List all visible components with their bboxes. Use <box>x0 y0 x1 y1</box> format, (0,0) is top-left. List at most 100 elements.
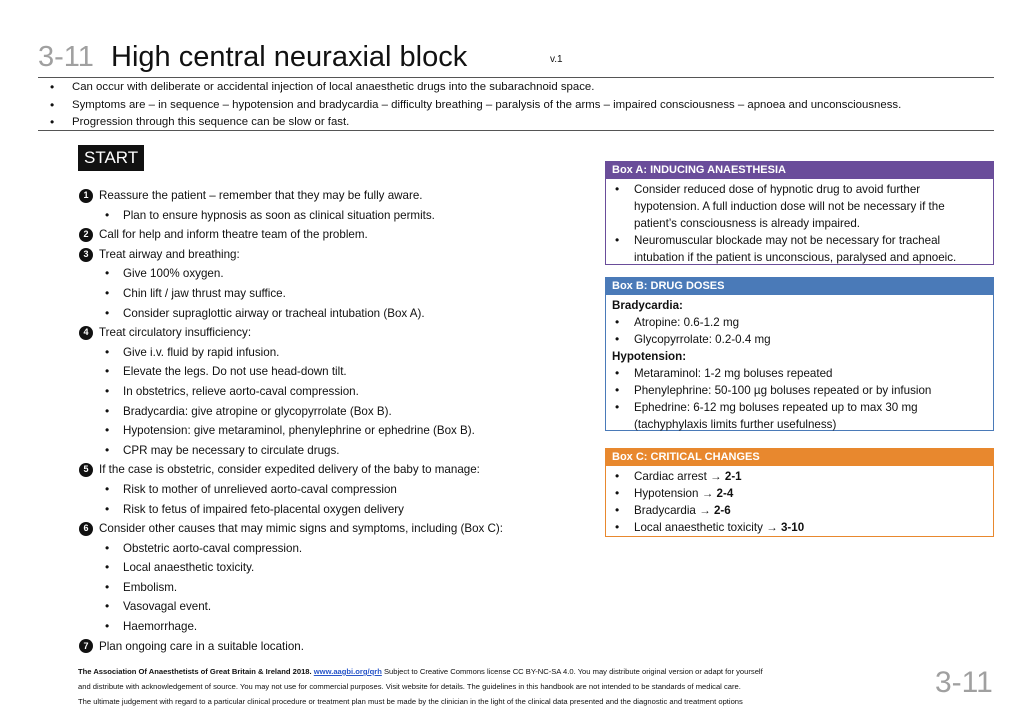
step-number-badge: 6 <box>79 521 93 536</box>
step-number-badge: 5 <box>79 463 93 478</box>
step-text: Treat circulatory insufficiency: <box>99 326 252 340</box>
intro-item: Symptoms are – in sequence – hypotension… <box>44 97 994 115</box>
step-subitem: Vasovagal event. <box>79 597 579 617</box>
step-number-badge: 3 <box>79 247 93 262</box>
step-number-badge: 7 <box>79 639 93 654</box>
hypotension-dose: Metaraminol: 1-2 mg boluses repeated <box>612 365 989 382</box>
step-item: 3 Treat airway and breathing: <box>79 245 579 265</box>
step-subitem: CPR may be necessary to circulate drugs. <box>79 441 579 461</box>
bradycardia-heading: Bradycardia: <box>612 299 683 312</box>
footer-license: Subject to Creative Commons license CC B… <box>383 667 763 676</box>
critical-change-label: Cardiac arrest <box>634 470 707 483</box>
step-item: 6 Consider other causes that may mimic si… <box>79 519 579 539</box>
step-subitem: Consider supraglottic airway or tracheal… <box>79 304 579 324</box>
box-a-item: Consider reduced dose of hypnotic drug t… <box>612 181 989 232</box>
box-a: Box A: INDUCING ANAESTHESIA Consider red… <box>605 161 994 265</box>
hypotension-dose-line: Metaraminol: 1-2 mg boluses repeated <box>634 367 833 380</box>
bradycardia-dose: Glycopyrrolate: 0.2-0.4 mg <box>612 331 989 348</box>
box-a-line: Consider reduced dose of hypnotic drug t… <box>634 183 921 196</box>
step-text: Reassure the patient – remember that the… <box>99 189 423 202</box>
intro-item: Progression through this sequence can be… <box>44 114 994 132</box>
critical-change-ref: 3-10 <box>780 521 805 534</box>
step-subitem: Bradycardia: give atropine or glycopyrro… <box>79 402 579 422</box>
box-a-title: Box A: INDUCING ANAESTHESIA <box>606 162 993 179</box>
step-number-badge: 1 <box>79 188 93 203</box>
hypotension-dose: Ephedrine: 6-12 mg boluses repeated up t… <box>612 399 989 433</box>
intro-item: Can occur with deliberate or accidental … <box>44 79 994 97</box>
box-b-title: Box B: DRUG DOSES <box>606 278 993 295</box>
step-subitem: Local anaesthetic toxicity. <box>79 558 579 578</box>
top-divider <box>38 77 994 78</box>
arrow-icon: → <box>710 470 722 483</box>
box-b-body: Bradycardia: Atropine: 0.6-1.2 mgGlycopyr… <box>606 295 993 436</box>
version-label: v.1 <box>550 54 563 65</box>
critical-change-item: Cardiac arrest → 2-1 <box>612 468 989 485</box>
step-subitem: Risk to mother of unrelieved aorto-caval… <box>79 480 579 500</box>
step-subitem: Obstetric aorto-caval compression. <box>79 539 579 559</box>
step-text: Call for help and inform theatre team of… <box>99 228 368 242</box>
step-item: 2 Call for help and inform theatre team o… <box>79 225 579 245</box>
step-item: 5 If the case is obstetric, consider expe… <box>79 460 579 480</box>
step-subitem: Give i.v. fluid by rapid infusion. <box>79 343 579 363</box>
hypotension-dose-line: Phenylephrine: 50-100 µg boluses repeate… <box>634 384 932 397</box>
title-number: 3-11 <box>38 41 94 73</box>
arrow-icon: → <box>699 504 711 517</box>
step-subitem: Plan to ensure hypnosis as soon as clini… <box>79 206 579 226</box>
step-item: 4 Treat circulatory insufficiency: <box>79 323 579 343</box>
title-row: 3-11 High central neuraxial block v.1 <box>38 40 998 78</box>
critical-change-item: Bradycardia → 2-6 <box>612 502 989 519</box>
box-a-line: patient’s consciousness is already impai… <box>634 217 860 230</box>
intro-list: Can occur with deliberate or accidental … <box>44 79 994 132</box>
box-c-title: Box C: CRITICAL CHANGES <box>606 449 993 466</box>
hypotension-dose-line: (tachyphylaxis limits further usefulness… <box>634 418 837 431</box>
arrow-icon: → <box>766 521 778 534</box>
box-a-line: Neuromuscular blockade may not be necess… <box>634 234 941 247</box>
step-subitem: In obstetrics, relieve aorto-caval compr… <box>79 382 579 402</box>
footer-line-2: and distribute with acknowledgement of s… <box>78 682 741 691</box>
critical-change-item: Local anaesthetic toxicity → 3-10 <box>612 519 989 536</box>
arrow-icon: → <box>701 487 714 500</box>
box-b: Box B: DRUG DOSES Bradycardia: Atropine: … <box>605 277 994 431</box>
step-item: 1 Reassure the patient – remember that th… <box>79 186 579 206</box>
steps-list: 1 Reassure the patient – remember that th… <box>79 186 579 656</box>
step-subitem: Haemorrhage. <box>79 617 579 637</box>
box-a-item: Neuromuscular blockade may not be necess… <box>612 232 989 266</box>
critical-change-ref: 2-4 <box>716 487 734 500</box>
hypotension-dose: Phenylephrine: 50-100 µg boluses repeate… <box>612 382 989 399</box>
page-title: High central neuraxial block <box>111 41 468 73</box>
start-label: START <box>78 145 145 171</box>
intro-divider <box>38 130 994 131</box>
step-item: 7 Plan ongoing care in a suitable locatio… <box>79 637 579 657</box>
critical-change-ref: 2-6 <box>713 504 731 517</box>
step-subitem: Give 100% oxygen. <box>79 264 579 284</box>
box-c: Box C: CRITICAL CHANGES Cardiac arrest →… <box>605 448 994 537</box>
footer-line-3: The ultimate judgement with regard to a … <box>78 697 743 706</box>
hypotension-dose-line: Ephedrine: 6-12 mg boluses repeated up t… <box>634 401 918 414</box>
box-c-body: Cardiac arrest → 2-1Hypotension → 2-4Bra… <box>606 466 993 539</box>
bradycardia-dose: Atropine: 0.6-1.2 mg <box>612 314 989 331</box>
critical-change-label: Local anaesthetic toxicity <box>634 521 763 534</box>
step-text: If the case is obstetric, consider exped… <box>99 463 480 477</box>
critical-change-label: Hypotension <box>634 487 699 500</box>
step-subitem: Elevate the legs. Do not use head-down t… <box>79 362 579 382</box>
critical-change-label: Bradycardia <box>634 504 696 517</box>
hypotension-heading: Hypotension: <box>612 350 687 363</box>
box-a-body: Consider reduced dose of hypnotic drug t… <box>606 179 993 269</box>
step-subitem: Hypotension: give metaraminol, phenyleph… <box>79 421 579 441</box>
box-a-line: intubation if the patient is unconscious… <box>634 251 957 264</box>
footer: The Association Of Anaesthetists of Grea… <box>78 664 898 709</box>
step-subitem: Risk to fetus of impaired feto-placental… <box>79 500 579 520</box>
footer-line-1: The Association Of Anaesthetists of Grea… <box>78 664 898 679</box>
step-number-badge: 2 <box>79 227 93 242</box>
step-number-badge: 4 <box>79 325 93 340</box>
step-text: Plan ongoing care in a suitable location… <box>99 639 304 653</box>
critical-change-ref: 2-1 <box>724 470 742 483</box>
footer-link[interactable]: www.aagbi.org/qrh <box>313 667 382 676</box>
step-subitem: Embolism. <box>79 578 579 598</box>
step-text: Treat airway and breathing: <box>99 247 240 261</box>
step-text: Consider other causes that may mimic sig… <box>99 522 504 536</box>
step-subitem: Chin lift / jaw thrust may suffice. <box>79 284 579 304</box>
footer-org: The Association Of Anaesthetists of Grea… <box>78 667 312 676</box>
critical-change-item: Hypotension → 2-4 <box>612 485 989 502</box>
page-number: 3-11 <box>935 666 993 699</box>
